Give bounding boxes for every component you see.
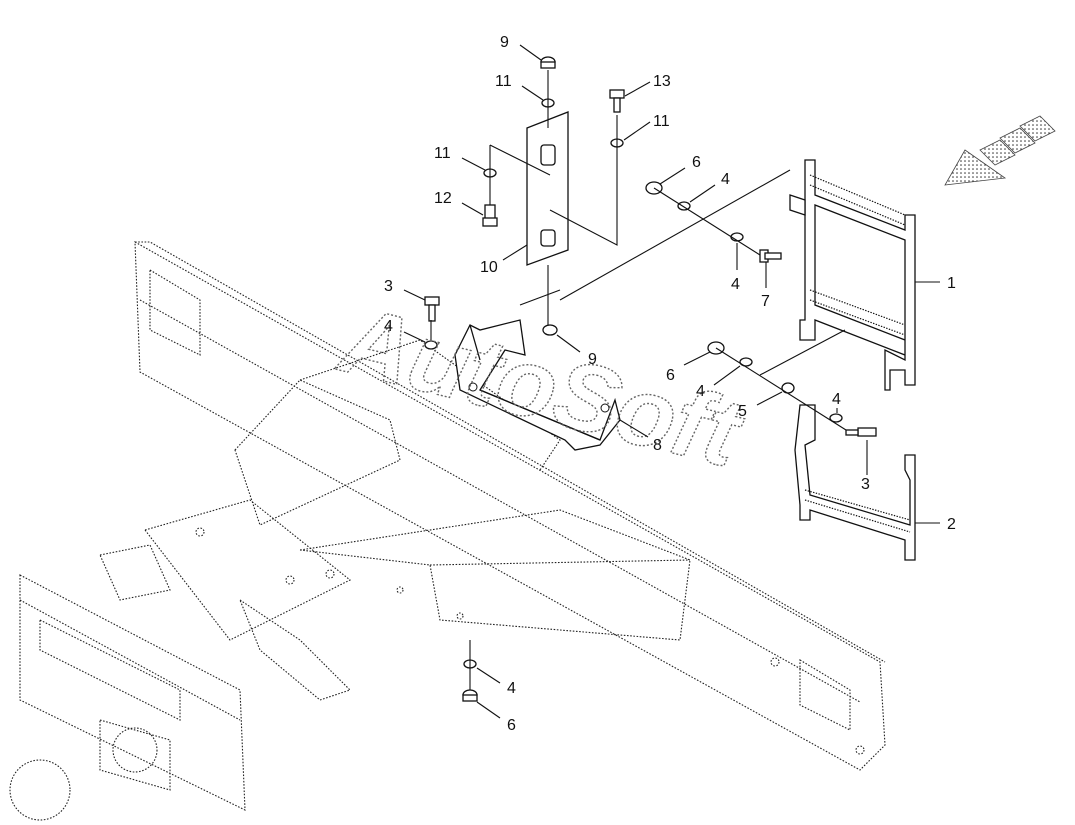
callout-3: 3 bbox=[861, 476, 870, 493]
callout-5: 5 bbox=[738, 403, 747, 420]
callout-11: 11 bbox=[653, 113, 670, 130]
callout-6: 6 bbox=[692, 154, 701, 171]
assembly-lines bbox=[430, 70, 847, 690]
callout-3: 3 bbox=[384, 278, 393, 295]
callout-leaders bbox=[403, 44, 940, 719]
callout-2: 2 bbox=[947, 516, 956, 533]
direction-arrow-icon bbox=[944, 115, 1056, 186]
callout-11: 11 bbox=[495, 73, 512, 90]
callout-4: 4 bbox=[507, 680, 516, 697]
callout-4: 4 bbox=[721, 171, 730, 188]
callout-9: 9 bbox=[500, 34, 509, 51]
step-frame-upper bbox=[789, 159, 916, 391]
callout-11: 11 bbox=[434, 145, 451, 162]
callout-9: 9 bbox=[588, 351, 597, 368]
callout-8: 8 bbox=[653, 437, 662, 454]
callout-1: 1 bbox=[947, 275, 956, 292]
mounting-plate bbox=[526, 111, 569, 266]
callout-4: 4 bbox=[696, 383, 705, 400]
watermark: AutoSoft bbox=[329, 285, 754, 488]
chassis-frame bbox=[9, 241, 886, 821]
callout-10: 10 bbox=[480, 259, 498, 276]
callout-4: 4 bbox=[384, 318, 393, 335]
callout-numbers: 9 11 13 11 11 12 10 6 4 4 7 1 3 4 9 6 4 … bbox=[384, 34, 956, 734]
callout-6: 6 bbox=[507, 717, 516, 734]
callout-7: 7 bbox=[761, 293, 770, 310]
callout-4: 4 bbox=[832, 391, 841, 408]
mounting-bracket bbox=[454, 319, 621, 451]
callout-4: 4 bbox=[731, 276, 740, 293]
callout-12: 12 bbox=[434, 190, 452, 207]
callout-13: 13 bbox=[653, 73, 671, 90]
callout-6: 6 bbox=[666, 367, 675, 384]
step-frame-lower bbox=[794, 404, 916, 561]
